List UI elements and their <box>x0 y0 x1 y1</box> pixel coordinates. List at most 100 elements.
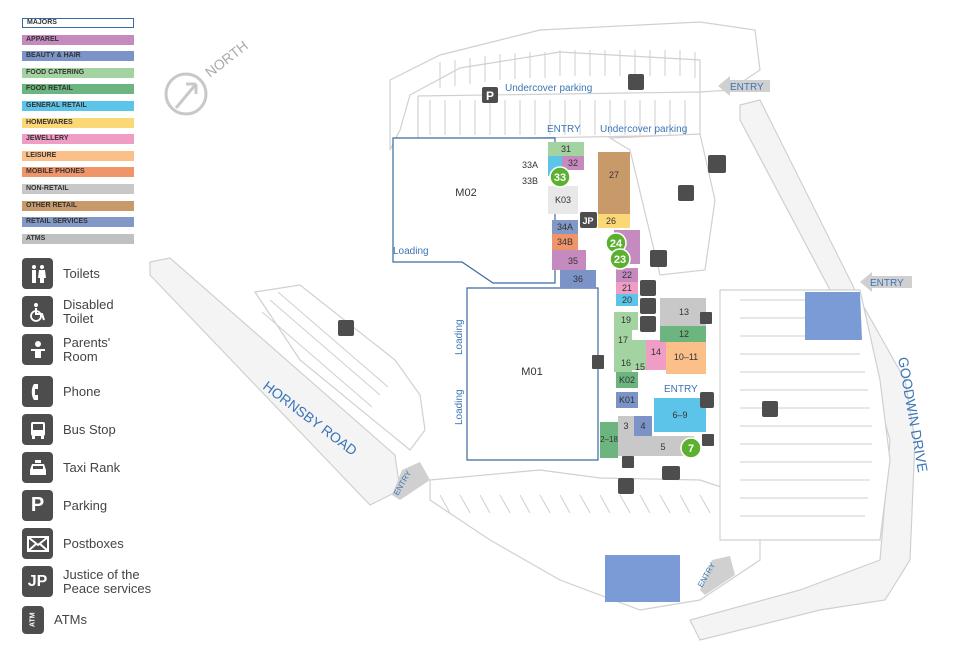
loading-label: Loading <box>393 246 429 257</box>
shop-label: 6–9 <box>672 410 687 420</box>
shop-4[interactable] <box>634 416 652 436</box>
shop-label: 20 <box>622 295 632 305</box>
parking-icon[interactable] <box>618 478 634 494</box>
legend-item-homewares: HOMEWARES <box>22 117 134 128</box>
shop-label: 27 <box>609 170 619 180</box>
shop-k03[interactable] <box>548 186 578 214</box>
taxi-icon[interactable] <box>650 250 667 267</box>
shop-k02[interactable] <box>616 372 638 388</box>
facility-label: Justice of the Peace services <box>63 566 152 596</box>
shop-label: 34A <box>557 222 573 232</box>
map-icons: P JP <box>338 74 778 494</box>
shops-layer: 31 32 33A 33B K03 27 26 34A 34B 35 36 22… <box>522 142 706 458</box>
toilets-icon <box>22 258 53 289</box>
highlight-marker[interactable] <box>549 166 571 188</box>
facility-label: Phone <box>63 383 101 399</box>
shop-label: 36 <box>573 274 583 284</box>
legend-item-majors: MAJORS <box>22 18 134 28</box>
bus-icon[interactable] <box>708 155 726 173</box>
shop-19[interactable] <box>614 312 638 330</box>
shop-5[interactable] <box>634 436 694 456</box>
entry-arrow[interactable] <box>860 272 912 292</box>
shop-label: 35 <box>568 256 578 266</box>
major-m01[interactable] <box>466 287 599 461</box>
entry-arrow[interactable] <box>718 76 770 96</box>
postbox-icon[interactable] <box>662 466 680 480</box>
highlight-label: 7 <box>688 443 694 455</box>
shop-22[interactable] <box>616 268 638 282</box>
jp-label: JP <box>582 216 593 226</box>
water-area <box>805 292 862 340</box>
roads-layer <box>149 21 916 641</box>
facility-label: Taxi Rank <box>63 459 121 475</box>
entry-arrow[interactable] <box>392 462 430 500</box>
facility-label: Bus Stop <box>63 421 116 437</box>
shop-2-18[interactable] <box>600 422 618 458</box>
highlight-marker[interactable] <box>609 248 631 270</box>
shop-label: 16 <box>621 358 631 368</box>
undercover-parking-label: Undercover parking <box>505 83 592 94</box>
shop-10-11[interactable] <box>666 342 706 374</box>
shop-label: 33A <box>522 160 538 170</box>
jp-icon[interactable] <box>580 212 597 228</box>
shop-36[interactable] <box>560 270 596 288</box>
shop-32[interactable] <box>562 156 584 170</box>
shop-label: 10–11 <box>674 352 698 362</box>
shop-14[interactable] <box>646 340 666 370</box>
legend-item-retail-services: RETAIL SERVICES <box>22 217 134 228</box>
facility-label: ATMs <box>54 612 87 627</box>
phone-icon[interactable] <box>700 392 714 408</box>
shop-label: 19 <box>621 315 631 325</box>
legend-item-beauty-hair: BEAUTY & HAIR <box>22 51 134 62</box>
parking-stripes <box>261 50 872 517</box>
shop-12[interactable] <box>660 326 706 342</box>
shop-3[interactable] <box>618 416 634 456</box>
highlight-label: 23 <box>614 254 626 266</box>
highlight-label: 24 <box>610 238 623 250</box>
shop-label: 13 <box>679 307 689 317</box>
atm-icon[interactable] <box>592 355 604 369</box>
shop-20[interactable] <box>616 294 638 306</box>
shop-34b[interactable] <box>552 234 578 250</box>
atm-icon[interactable] <box>700 312 712 324</box>
shop-15[interactable] <box>632 340 646 370</box>
parking-icon[interactable] <box>678 185 694 201</box>
bus-icon <box>22 414 53 445</box>
shop-26[interactable] <box>598 214 630 228</box>
parents-room-icon[interactable] <box>640 316 656 332</box>
shop-13[interactable] <box>660 298 706 326</box>
parking-icon[interactable] <box>338 320 354 336</box>
legend-item-non-retail: NON-RETAIL <box>22 183 134 194</box>
parking-icon[interactable] <box>482 87 498 103</box>
highlight-marker[interactable] <box>680 437 702 459</box>
shop-label: K01 <box>619 395 635 405</box>
parking-label: P <box>486 89 494 103</box>
parking-icon[interactable] <box>762 401 778 417</box>
legend-item-food-retail: FOOD RETAIL <box>22 84 134 95</box>
legend-item-general-retail: GENERAL RETAIL <box>22 100 134 111</box>
shop-31[interactable] <box>548 142 584 156</box>
shop-34a[interactable] <box>552 220 578 234</box>
disabled-toilet-icon <box>22 296 53 327</box>
shop-label: 31 <box>561 144 571 154</box>
disabled-toilet-icon[interactable] <box>640 298 656 314</box>
toilets-icon[interactable] <box>640 280 656 296</box>
shop-21[interactable] <box>616 282 638 294</box>
shop-35[interactable] <box>552 250 586 270</box>
major-m02[interactable] <box>392 137 556 284</box>
shop-16[interactable] <box>614 354 632 372</box>
shop-k01[interactable] <box>616 392 638 408</box>
postbox-icon <box>22 528 53 559</box>
atm-icon[interactable] <box>622 456 634 468</box>
shop-27[interactable] <box>598 152 630 214</box>
shop-label: 14 <box>651 347 661 357</box>
shop-6-9[interactable] <box>654 398 706 432</box>
entry-arrow[interactable] <box>700 556 735 595</box>
atm-icon[interactable] <box>702 434 714 446</box>
highlights-layer: 33 24 23 7 <box>549 166 702 459</box>
shop-17[interactable] <box>614 330 632 354</box>
parents-room-icon <box>22 334 53 365</box>
parking-icon[interactable] <box>628 74 644 90</box>
